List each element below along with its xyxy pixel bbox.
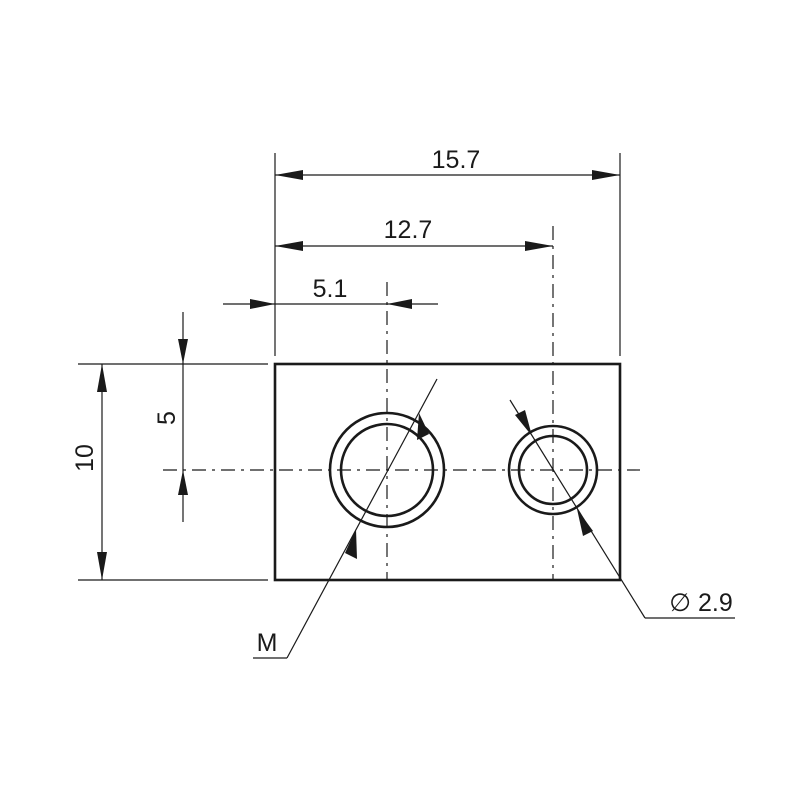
dim-height-label: 10 <box>71 444 99 472</box>
dimension-half-height: 5 <box>153 312 188 522</box>
extension-lines <box>78 153 621 581</box>
dim-hole2-offset-label: 12.7 <box>384 216 433 244</box>
center-lines <box>163 226 640 580</box>
dimension-height: 10 <box>71 364 107 580</box>
dimension-overall-width: 15.7 <box>275 146 620 180</box>
dim-hole1-offset-label: 5.1 <box>313 275 348 303</box>
dim-half-height-label: 5 <box>153 411 181 425</box>
leader-thread: M <box>253 378 438 659</box>
dim-overall-width-label: 15.7 <box>432 146 481 174</box>
thread-label: M <box>257 629 278 657</box>
diameter-label: ∅ 2.9 <box>669 589 732 617</box>
dimension-hole2-offset: 12.7 <box>275 216 553 251</box>
leader-diameter: ∅ 2.9 <box>509 399 735 619</box>
dimension-hole1-offset: 5.1 <box>223 275 438 309</box>
part-outline <box>273 362 622 582</box>
